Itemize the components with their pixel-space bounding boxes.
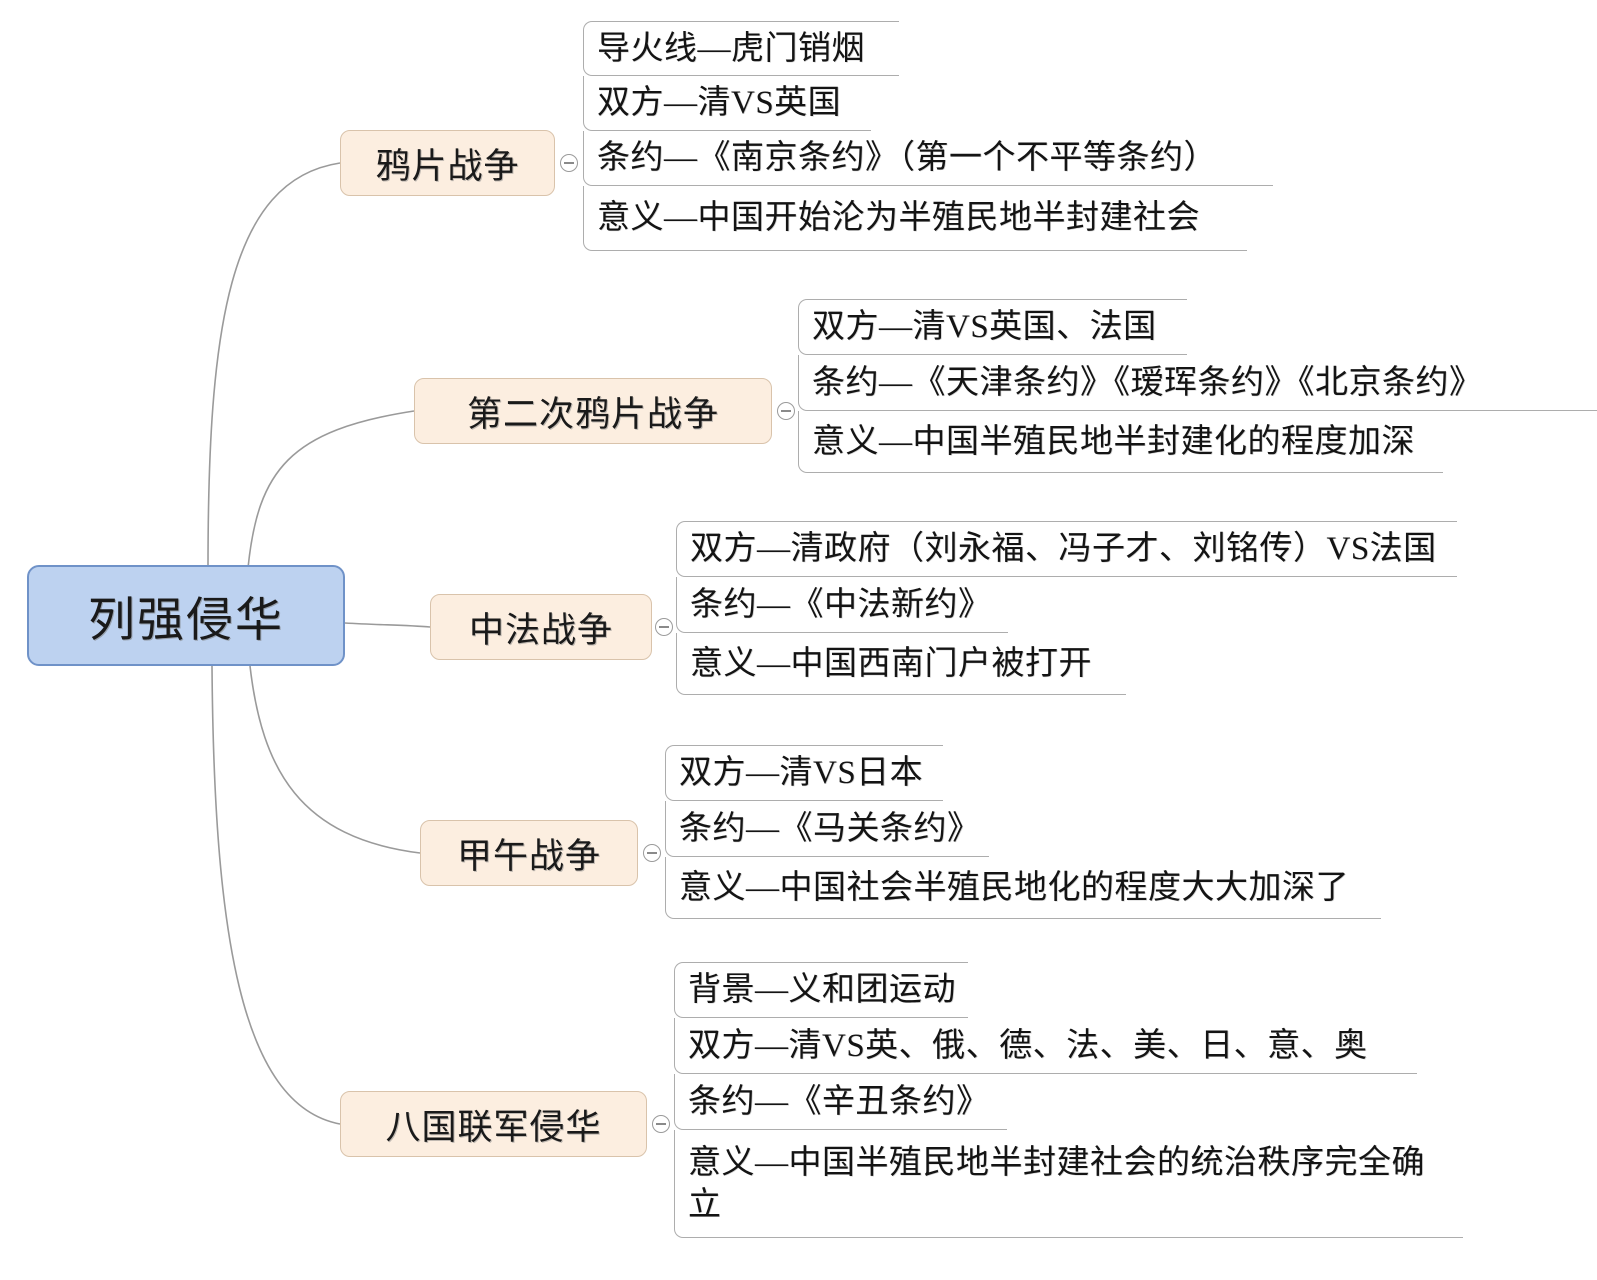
- collapse-toggle-opium-war[interactable]: [560, 154, 578, 172]
- branch-node-jiawu-war[interactable]: 甲午战争: [420, 820, 638, 886]
- leaf-text: 意义—中国开始沦为半殖民地半封建社会: [597, 199, 1200, 236]
- leaf-text: 双方—清VS英、俄、德、法、美、日、意、奥: [688, 1027, 1368, 1064]
- leaf-item[interactable]: 条约—《中法新约》: [676, 577, 1008, 633]
- leaf-item[interactable]: 条约—《天津条约》《瑷珲条约》《北京条约》: [798, 355, 1597, 411]
- leaf-text: 条约—《天津条约》《瑷珲条约》《北京条约》: [812, 364, 1483, 401]
- leaf-text: 条约—《辛丑条约》: [688, 1083, 990, 1120]
- leaf-text: 意义—中国半殖民地半封建化的程度加深: [812, 423, 1415, 460]
- leaf-text: 双方—清VS英国、法国: [812, 308, 1157, 345]
- leaf-item[interactable]: 双方—清政府（刘永福、冯子才、刘铭传）VS法国: [676, 521, 1457, 577]
- collapse-toggle-sino-french-war[interactable]: [655, 618, 673, 636]
- leaf-text: 条约—《中法新约》: [690, 586, 992, 623]
- leaf-text: 意义—中国社会半殖民地化的程度大大加深了: [679, 869, 1349, 906]
- leaf-item[interactable]: 导火线—虎门销烟: [583, 21, 899, 76]
- leaf-item[interactable]: 背景—义和团运动: [674, 962, 968, 1018]
- leaf-item[interactable]: 意义—中国社会半殖民地化的程度大大加深了: [665, 857, 1381, 919]
- leaf-item[interactable]: 双方—清VS日本: [665, 745, 943, 801]
- leaf-item[interactable]: 条约—《辛丑条约》: [674, 1074, 1007, 1130]
- branch-node-sino-french-war[interactable]: 中法战争: [430, 594, 652, 660]
- collapse-toggle-eight-nation-alliance[interactable]: [652, 1115, 670, 1133]
- leaf-item[interactable]: 意义—中国半殖民地半封建化的程度加深: [798, 411, 1443, 473]
- leaf-text: 双方—清政府（刘永福、冯子才、刘铭传）VS法国: [690, 530, 1437, 567]
- root-node-label: 列强侵华: [88, 595, 284, 647]
- leaf-text: 导火线—虎门销烟: [597, 30, 865, 67]
- leaf-text: 双方—清VS日本: [679, 754, 924, 791]
- leaf-item[interactable]: 意义—中国开始沦为半殖民地半封建社会: [583, 186, 1247, 251]
- leaf-item[interactable]: 意义—中国西南门户被打开: [676, 633, 1126, 695]
- branch-label-sino-french-war: 中法战争: [468, 610, 613, 650]
- branch-label-eight-nation-alliance: 八国联军侵华: [385, 1107, 602, 1147]
- leaf-text: 背景—义和团运动: [688, 971, 956, 1008]
- leaf-text: 意义—中国半殖民地半封建社会的统治秩序完全确立: [688, 1144, 1425, 1223]
- leaf-item[interactable]: 双方—清VS英国、法国: [798, 299, 1187, 355]
- leaf-text: 双方—清VS英国: [597, 84, 842, 121]
- leaf-item[interactable]: 意义—中国半殖民地半封建社会的统治秩序完全确立: [674, 1130, 1463, 1238]
- branch-node-second-opium-war[interactable]: 第二次鸦片战争: [414, 378, 772, 444]
- branch-label-opium-war: 鸦片战争: [375, 146, 520, 186]
- branch-node-eight-nation-alliance[interactable]: 八国联军侵华: [340, 1091, 647, 1157]
- leaf-text: 意义—中国西南门户被打开: [690, 645, 1092, 682]
- leaf-text: 条约—《南京条约》（第一个不平等条约）: [597, 139, 1217, 176]
- collapse-toggle-second-opium-war[interactable]: [777, 402, 795, 420]
- root-node[interactable]: 列强侵华: [27, 565, 345, 666]
- branch-label-second-opium-war: 第二次鸦片战争: [466, 394, 719, 434]
- leaf-text: 条约—《马关条约》: [679, 810, 981, 847]
- leaf-item[interactable]: 双方—清VS英、俄、德、法、美、日、意、奥: [674, 1018, 1417, 1074]
- leaf-item[interactable]: 双方—清VS英国: [583, 76, 871, 131]
- leaf-item[interactable]: 条约—《马关条约》: [665, 801, 989, 857]
- collapse-toggle-jiawu-war[interactable]: [643, 844, 661, 862]
- branch-node-opium-war[interactable]: 鸦片战争: [340, 130, 555, 196]
- branch-label-jiawu-war: 甲午战争: [456, 836, 601, 876]
- leaf-item[interactable]: 条约—《南京条约》（第一个不平等条约）: [583, 131, 1273, 186]
